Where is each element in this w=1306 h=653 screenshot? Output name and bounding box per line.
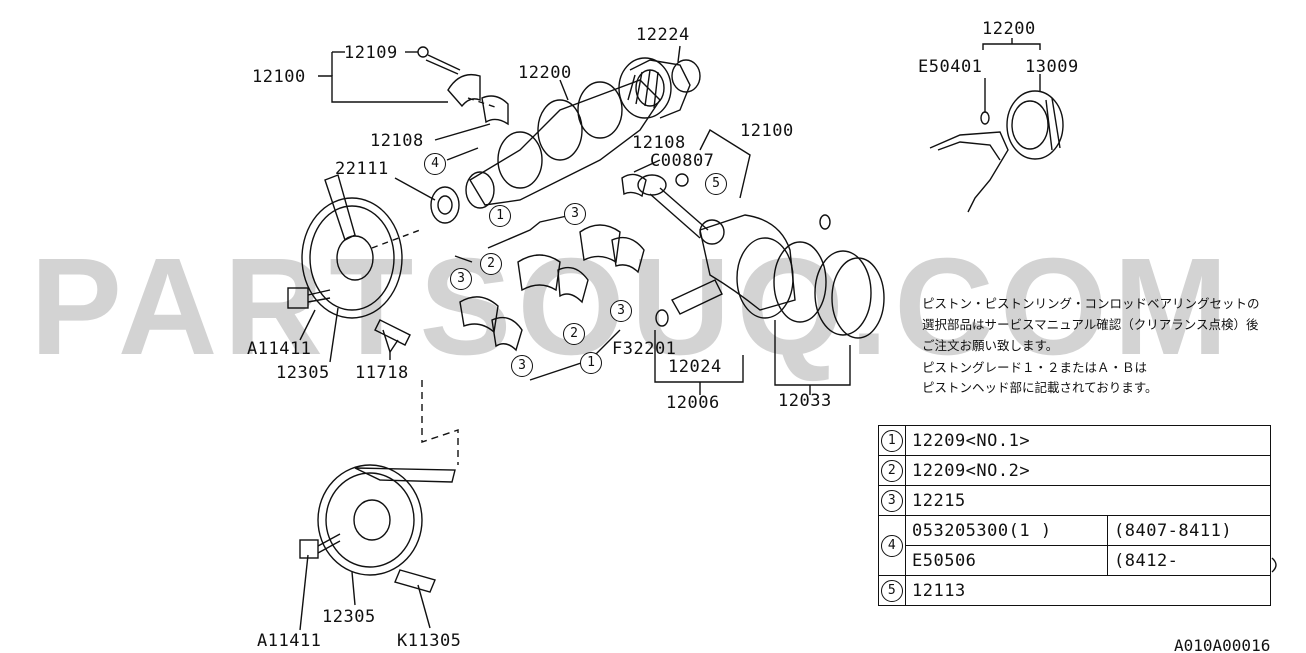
label-A11411-top: A11411 xyxy=(247,339,312,359)
label-11718: 11718 xyxy=(355,363,409,383)
legend-range-4b: (8412- xyxy=(1107,545,1271,576)
legend-circle-4: 4 xyxy=(881,535,903,557)
legend-bracket xyxy=(1271,557,1277,573)
legend-range-4a: (8407-8411) xyxy=(1107,515,1271,546)
label-A11411-bottom: A11411 xyxy=(257,631,322,651)
legend-circle-5: 5 xyxy=(881,580,903,602)
legend-row-4a: 4 053205300(1 ) (8407-8411) xyxy=(878,515,1271,576)
label-12006: 12006 xyxy=(666,393,720,413)
note-line-5: ピストンヘッド部に記載されております。 xyxy=(922,380,1158,395)
label-12033: 12033 xyxy=(778,391,832,411)
legend-row-4b: E50506 (8412- xyxy=(879,545,1271,576)
bolt-A11411-top xyxy=(287,287,331,309)
bearing-cap-12108 xyxy=(447,73,509,126)
circle-ref-4: 4 xyxy=(424,153,446,175)
note-line-2: 選択部品はサービスマニュアル確認（クリアランス点検）後 xyxy=(922,317,1259,332)
note-line-4: ピストングレード１・２またはＡ・Ｂは xyxy=(922,360,1148,375)
circle-ref-3-right: 3 xyxy=(610,300,632,322)
bolt-12109 xyxy=(417,46,461,75)
seal-22111 xyxy=(430,186,460,224)
note-line-1: ピストン・ピストンリング・コンロッドベアリングセットの xyxy=(922,296,1260,311)
legend-row-5: 5 12113 xyxy=(878,575,1271,606)
legend-part-4b: E50506 xyxy=(905,545,1108,576)
clip-F32201 xyxy=(655,309,669,327)
circle-ref-3-top: 3 xyxy=(564,203,586,225)
legend-part-5: 12113 xyxy=(905,575,1271,606)
nut-C00807 xyxy=(675,173,689,187)
circle-ref-3-left: 3 xyxy=(450,268,472,290)
label-C00807: C00807 xyxy=(650,151,715,171)
piston-12006 xyxy=(655,214,831,327)
bolt-A11411-bottom xyxy=(299,533,341,559)
legend-part-1: 12209<NO.1> xyxy=(905,425,1271,456)
legend-row-1: 1 12209<NO.1> xyxy=(878,425,1271,456)
key-E50401 xyxy=(980,111,990,125)
label-12200-center: 12200 xyxy=(518,63,572,83)
label-22111: 22111 xyxy=(335,159,389,179)
circle-ref-3-lower: 3 xyxy=(511,355,533,377)
legend-circle-2: 2 xyxy=(881,460,903,482)
pulley-12305-top xyxy=(301,174,411,346)
rings-12033 xyxy=(773,241,885,339)
label-12305-top: 12305 xyxy=(276,363,330,383)
reference-legend-table: 1 12209<NO.1> 2 12209<NO.2> 3 12215 4 05… xyxy=(878,425,1271,606)
label-12305-bottom: 12305 xyxy=(322,607,376,627)
note-line-3: ご注文お願い致します。 xyxy=(922,338,1059,353)
label-E50401: E50401 xyxy=(918,57,983,77)
label-12100-left: 12100 xyxy=(252,67,306,87)
legend-row-2: 2 12209<NO.2> xyxy=(878,455,1271,486)
label-12109: 12109 xyxy=(344,43,398,63)
legend-circle-3: 3 xyxy=(881,490,903,512)
bearing-shells xyxy=(459,173,647,352)
label-F32201: F32201 xyxy=(612,339,677,359)
cap-12224 xyxy=(671,59,701,93)
circle-ref-1-top: 1 xyxy=(489,205,511,227)
legend-part-2: 12209<NO.2> xyxy=(905,455,1271,486)
circle-ref-2-lower: 2 xyxy=(563,323,585,345)
right-detail-12200 xyxy=(929,90,1064,213)
legend-part-4a: 053205300(1 ) xyxy=(905,515,1108,546)
legend-part-3: 12215 xyxy=(905,485,1271,516)
label-13009: 13009 xyxy=(1025,57,1079,77)
label-12024: 12024 xyxy=(668,357,722,377)
label-12108-right: 12108 xyxy=(632,133,686,153)
circle-ref-2-left: 2 xyxy=(480,253,502,275)
label-12100-right: 12100 xyxy=(740,121,794,141)
legend-circle-1: 1 xyxy=(881,430,903,452)
circle-ref-1-bottom: 1 xyxy=(580,352,602,374)
diagram-code: A010A00016 xyxy=(1174,636,1271,653)
crankshaft-12200 xyxy=(465,57,691,209)
label-K11305: K11305 xyxy=(397,631,462,651)
label-12200-right: 12200 xyxy=(982,19,1036,39)
legend-row-3: 3 12215 xyxy=(878,485,1271,516)
label-12224: 12224 xyxy=(636,25,690,45)
pulley-12305-bottom xyxy=(317,464,456,593)
circle-ref-5: 5 xyxy=(705,173,727,195)
pin-12024 xyxy=(671,279,723,315)
label-12108-left: 12108 xyxy=(370,131,424,151)
